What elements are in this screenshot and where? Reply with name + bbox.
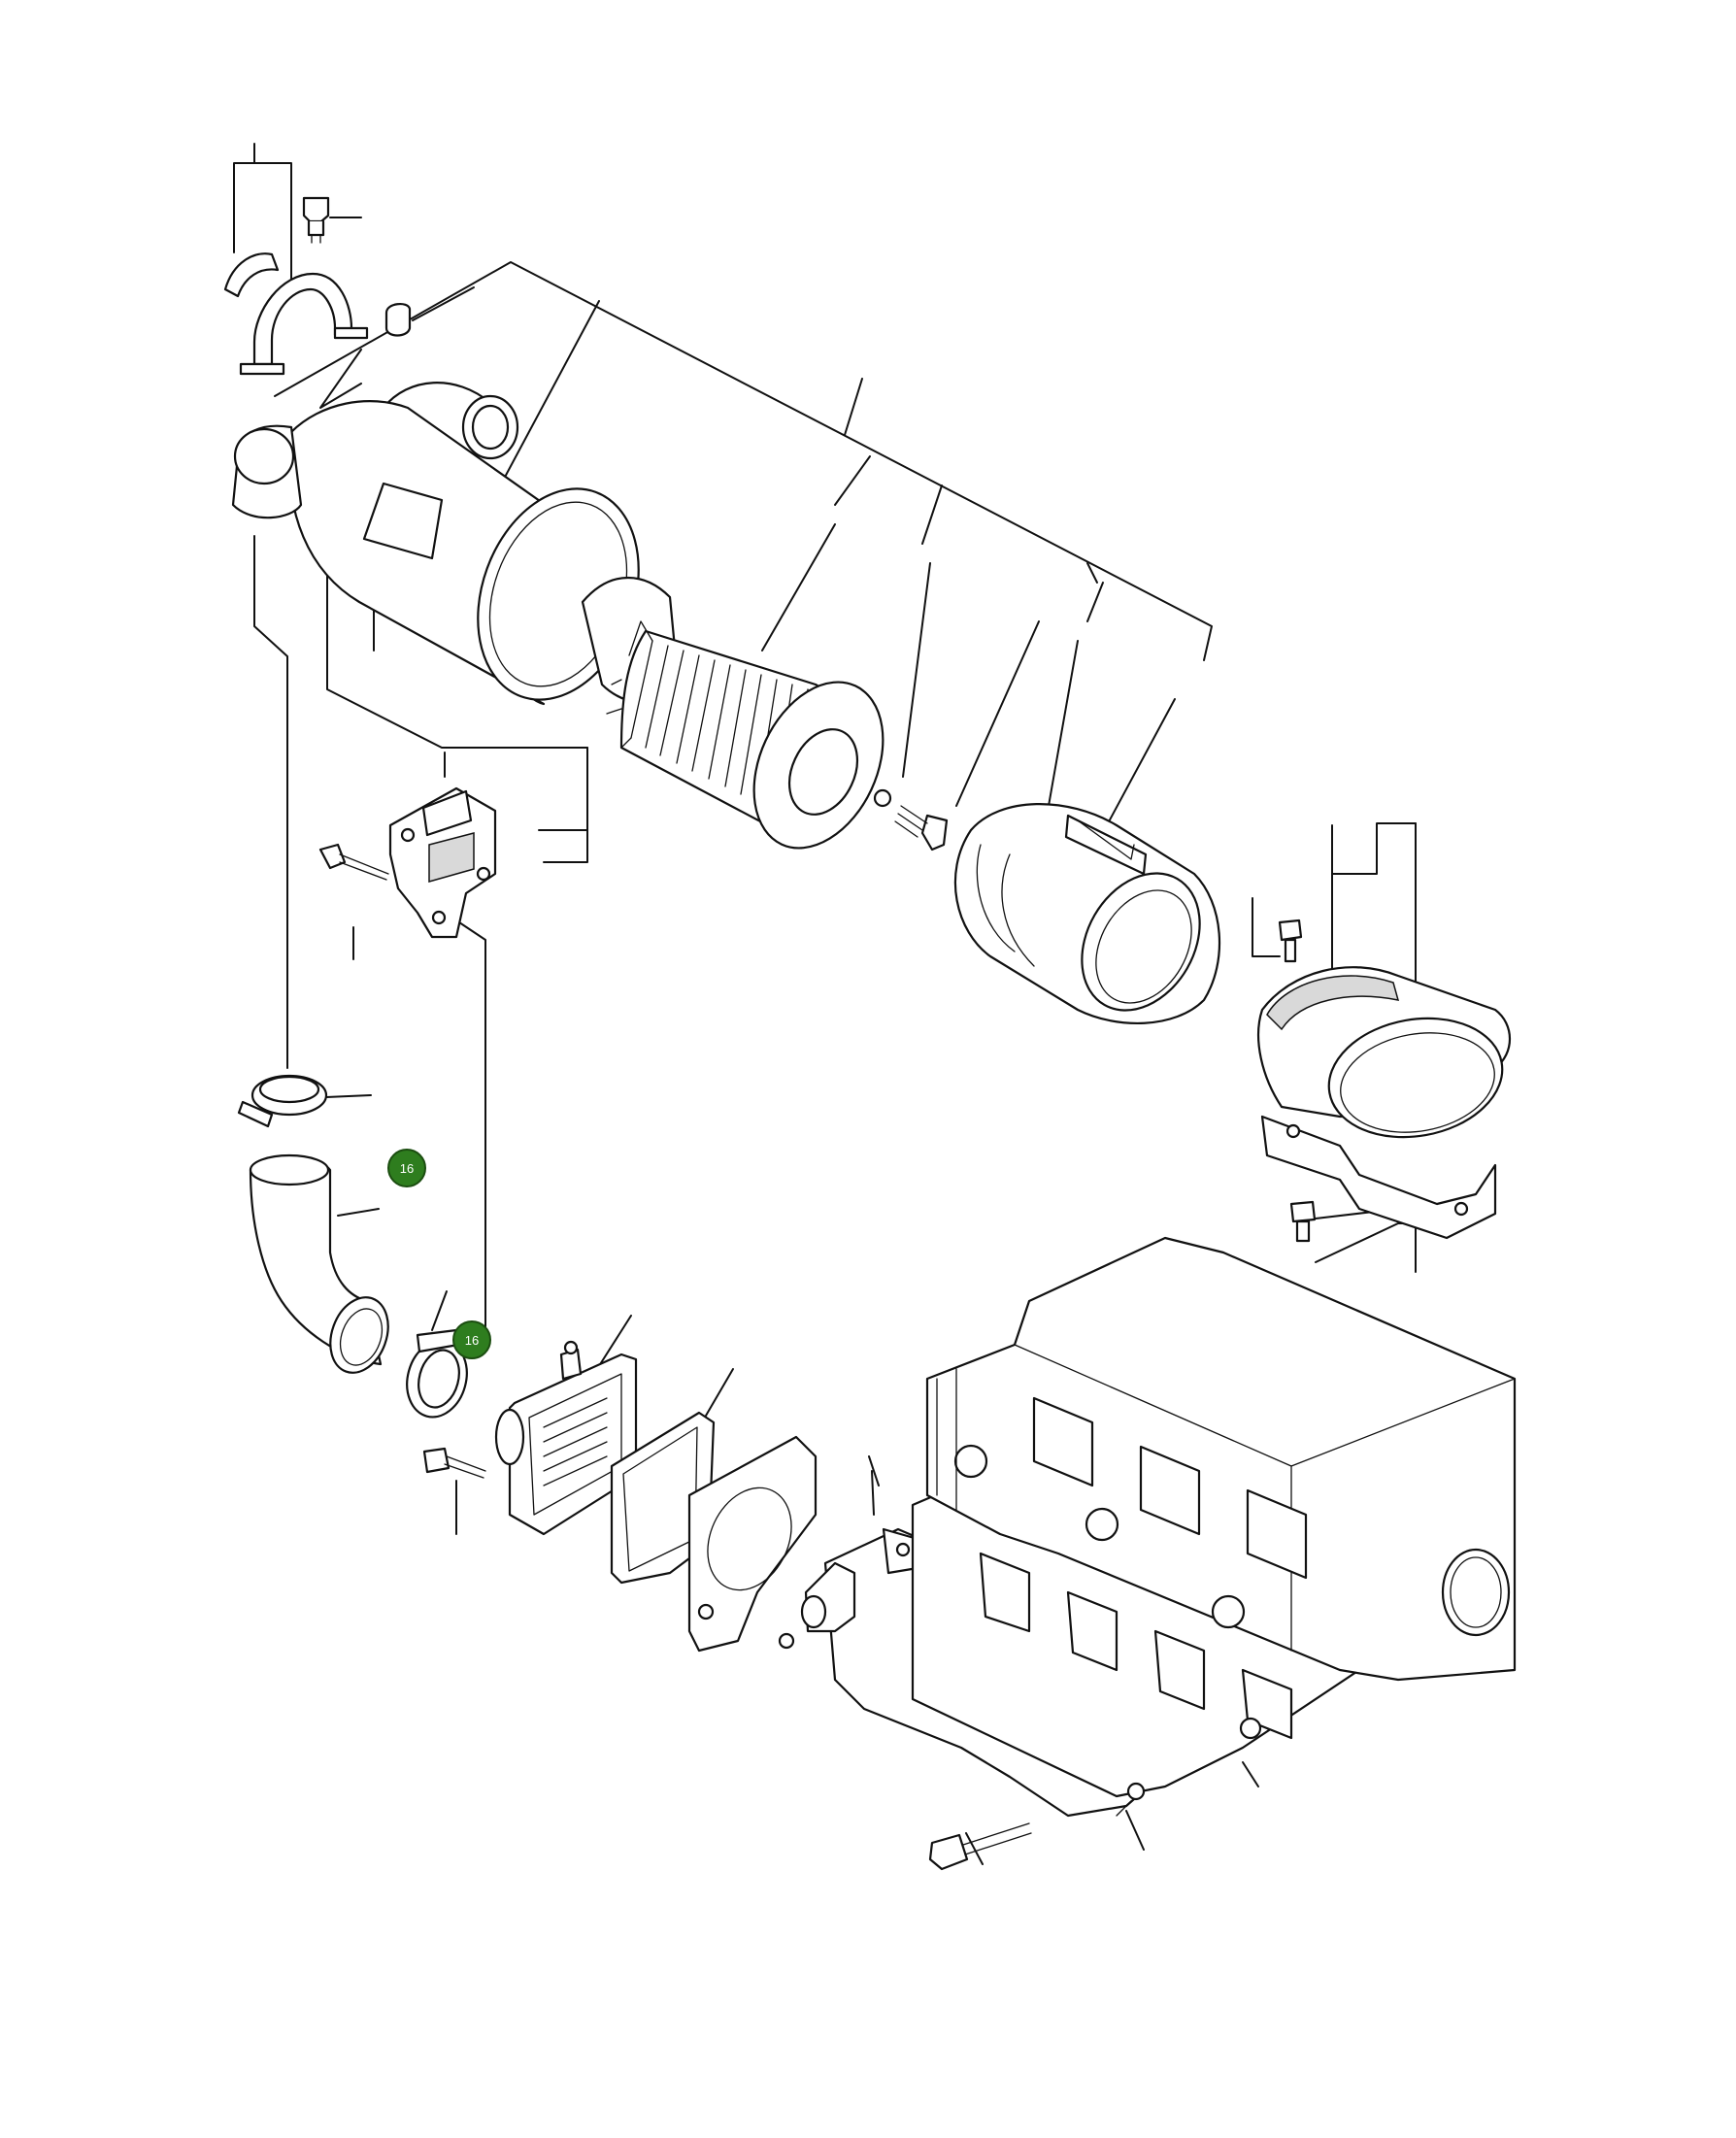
manifold-bolt <box>928 1782 1146 1871</box>
intake-elbow-heater <box>422 1340 638 1536</box>
wing-screw <box>894 805 949 852</box>
filter-element <box>606 620 892 850</box>
cylinder-head <box>925 1236 1517 1682</box>
manifold-gasket <box>911 1474 1361 1798</box>
clamp-assembly-top <box>223 196 412 376</box>
air-cleaner-band-bracket <box>1256 919 1511 1243</box>
dust-cover <box>953 803 1221 1025</box>
air-cleaner-housing <box>231 382 682 706</box>
hose-clamp-lower <box>406 1328 468 1419</box>
hose-clamp-upper <box>237 1074 328 1128</box>
hotspot-label-2: 16 <box>465 1333 479 1348</box>
intake-hose-elbow <box>249 1153 389 1374</box>
hotspot-marker-2[interactable]: 16 <box>452 1320 491 1359</box>
hotspot-label-1: 16 <box>400 1161 414 1176</box>
mounting-bracket-middle <box>318 786 497 939</box>
intake-adapter <box>687 1435 818 1653</box>
hotspot-marker-1[interactable]: 16 <box>387 1149 426 1187</box>
